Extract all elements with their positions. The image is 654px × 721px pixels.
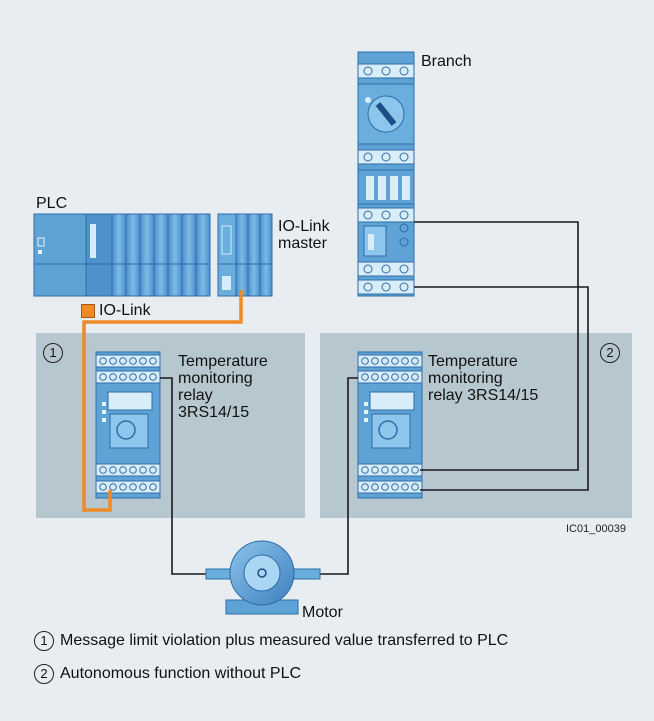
io-link-legend-swatch — [81, 304, 95, 318]
relay-left-label-line4: 3RS14/15 — [178, 404, 250, 421]
motor-device — [205, 540, 321, 615]
note-2-marker: 2 — [34, 664, 54, 684]
wiring — [160, 221, 589, 575]
branch-label: Branch — [421, 53, 472, 70]
io-link-master-device — [217, 213, 273, 297]
relay-right-label-line3: relay 3RS14/15 — [428, 387, 539, 404]
relay-right-label-line2: monitoring — [428, 370, 503, 387]
note-2: 2 Autonomous function without PLC — [34, 664, 301, 684]
relay-left-label-line3: relay — [178, 387, 213, 404]
io-link-legend-label: IO-Link — [99, 302, 151, 319]
panel-plc-mode — [36, 333, 305, 518]
note-2-text: Autonomous function without PLC — [60, 665, 302, 682]
plc-label: PLC — [36, 195, 68, 212]
relay-right-label-line1: Temperature — [428, 353, 518, 370]
io-link-master-label-line1: IO-Link — [278, 218, 330, 235]
branch-device — [357, 51, 415, 297]
io-link-master-label-line2: master — [278, 235, 327, 252]
note-1: 1 Message limit violation plus measured v… — [34, 631, 508, 651]
relay-right-device — [357, 351, 423, 499]
note-1-text: Message limit violation plus measured va… — [60, 632, 509, 649]
plc-device — [33, 213, 211, 297]
motor-label: Motor — [302, 604, 343, 621]
marker-two: 2 — [600, 343, 620, 363]
io-link-cable — [82, 290, 243, 512]
marker-one: 1 — [43, 343, 63, 363]
note-1-marker: 1 — [34, 631, 54, 651]
relay-left-label-line1: Temperature — [178, 353, 268, 370]
figure-code: IC01_00039 — [566, 523, 626, 535]
relay-left-label-line2: monitoring — [178, 370, 253, 387]
relay-left-device — [95, 351, 161, 499]
